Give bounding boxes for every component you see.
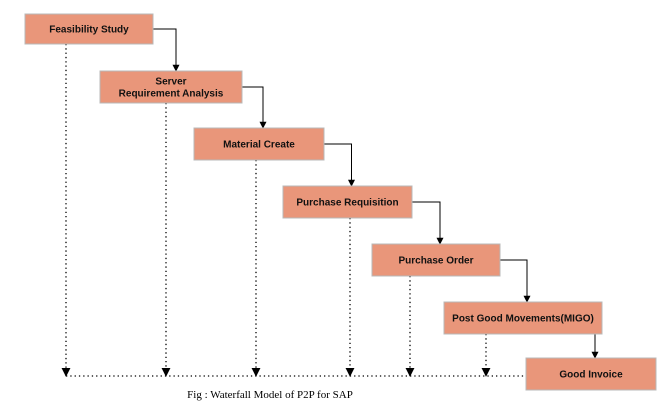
connector-arrow-5 <box>500 259 531 303</box>
stage-box-5 <box>371 243 501 277</box>
stage-label-1: Feasibility Study <box>49 25 129 36</box>
stage-box-7 <box>525 357 657 391</box>
connector-arrow-4 <box>412 201 444 245</box>
stage-box-1 <box>24 13 154 45</box>
stage-label-2-line-2: Requirement Analysis <box>119 89 224 100</box>
stage-label-7: Good Invoice <box>559 370 623 381</box>
connector-arrow-2 <box>242 86 267 129</box>
stage-label-5: Purchase Order <box>398 256 473 267</box>
stage-box-6 <box>443 301 603 335</box>
dotted-guides <box>61 44 526 377</box>
stage-7: Good Invoice <box>525 357 657 391</box>
stage-4: Purchase Requisition <box>282 185 413 219</box>
stage-box-3 <box>193 127 325 161</box>
stage-6: Post Good Movements(MIGO) <box>443 301 603 335</box>
stage-1: Feasibility Study <box>24 13 154 45</box>
stage-label-4: Purchase Requisition <box>296 198 398 209</box>
stage-5: Purchase Order <box>371 243 501 277</box>
connector-arrow-3 <box>324 143 355 187</box>
stage-box-2 <box>99 70 243 104</box>
stage-box-4 <box>282 185 413 219</box>
connector-arrow-1 <box>153 28 180 72</box>
stage-connectors <box>153 28 602 359</box>
stage-label-2-line-1: Server <box>155 77 186 88</box>
stage-label-6: Post Good Movements(MIGO) <box>452 314 594 325</box>
stage-3: Material Create <box>193 127 325 161</box>
figure-caption: Fig : Waterfall Model of P2P for SAP <box>187 389 353 401</box>
stage-label-3: Material Create <box>223 140 295 151</box>
